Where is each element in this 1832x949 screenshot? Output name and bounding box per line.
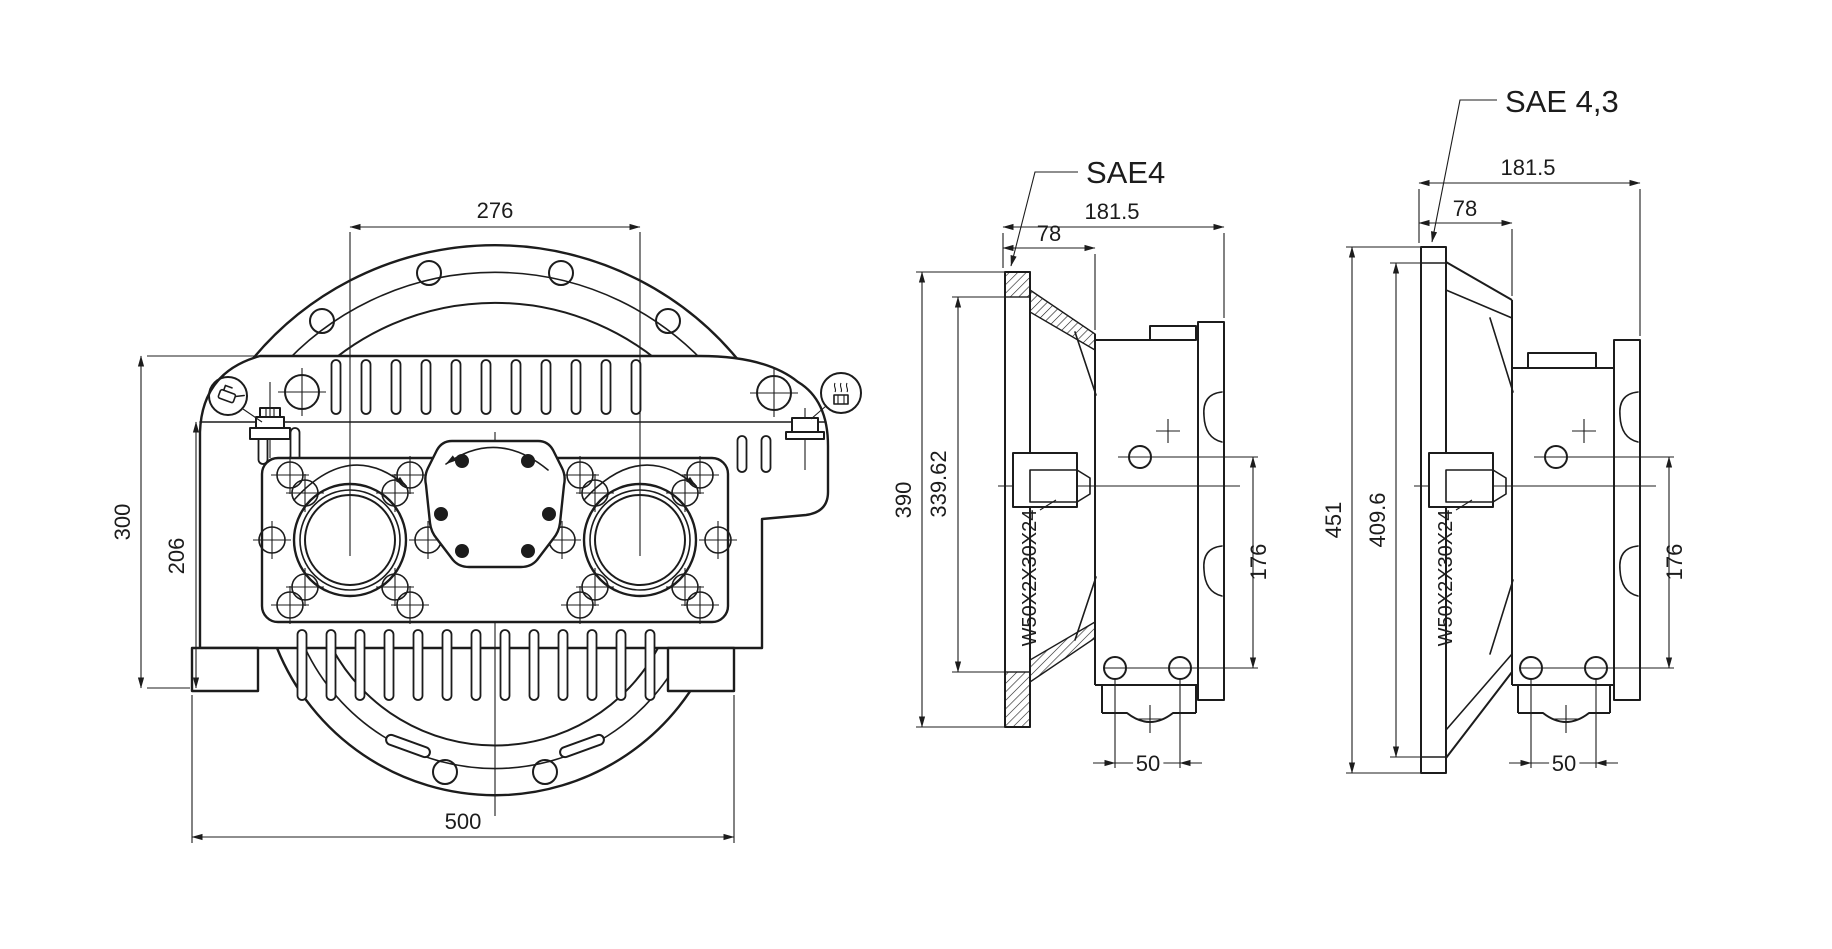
- side-view-sae43: W50X2X30X24 SAE 4,3 181.5 78 451 40: [1321, 84, 1687, 780]
- spline-spec-label: W50X2X30X24: [1435, 510, 1457, 647]
- dim-label: 50: [1552, 751, 1576, 776]
- flange-bolt-hole: [416, 260, 442, 286]
- dim-width-overall-label: 500: [445, 809, 482, 834]
- dim-opening-height-sae43: 409.6: [1365, 262, 1421, 758]
- dim-hole-spacing-sae4: 50: [1093, 679, 1202, 780]
- front-view: 276 300 206 500: [110, 198, 862, 843]
- flange-bolt-hole: [655, 308, 681, 334]
- dim-label: 78: [1453, 196, 1477, 221]
- sae43-label: SAE 4,3: [1505, 84, 1619, 119]
- sae4-label: SAE4: [1086, 155, 1165, 190]
- gearbox-body: [1094, 321, 1258, 733]
- flange-slot: [559, 733, 605, 759]
- dim-height-body-label: 206: [164, 538, 189, 575]
- dim-width-overall: 500: [191, 695, 735, 843]
- dim-label: 181.5: [1084, 199, 1139, 224]
- sae-flange-plate: [1420, 246, 1447, 774]
- dim-hole-spacing-sae43: 50: [1509, 679, 1618, 780]
- rotation-arrow: [445, 446, 549, 471]
- dim-label: 181.5: [1500, 155, 1555, 180]
- flange-bolt-hole: [548, 260, 574, 286]
- dim-pad-height-sae4: 176: [1246, 456, 1271, 669]
- dim-opening-height-sae4: 339.62: [926, 296, 1005, 673]
- oil-can-icon: [208, 376, 263, 423]
- dim-height-body: 206: [164, 421, 250, 689]
- breather-icon: [810, 372, 862, 420]
- dim-flange-height-sae4: 390: [891, 271, 1005, 728]
- dim-label: 176: [1662, 544, 1687, 581]
- flange-bolt-hole: [432, 759, 458, 785]
- dim-width-overall-sae4: 181.5: [1002, 199, 1225, 318]
- dim-height-overall-label: 300: [110, 504, 135, 541]
- dim-depth-pilot-sae43: 78: [1418, 196, 1513, 296]
- oil-filler-cap: [249, 382, 291, 458]
- dim-pad-height-sae43: 176: [1662, 456, 1687, 669]
- dim-label: 390: [891, 482, 916, 519]
- flange-slot: [385, 733, 431, 759]
- breather-cap: [785, 408, 825, 470]
- leader-line: [1039, 499, 1057, 511]
- leader-line: [1455, 499, 1473, 511]
- dim-port-spacing: 276: [349, 198, 641, 556]
- sae43-callout: SAE 4,3: [1430, 84, 1619, 243]
- center-input-cover: [424, 439, 566, 569]
- dim-label: 409.6: [1365, 492, 1390, 547]
- dim-width-overall-sae43: 181.5: [1418, 155, 1641, 336]
- dim-label: 451: [1321, 502, 1346, 539]
- input-shaft-spline: W50X2X30X24: [1414, 452, 1656, 647]
- dim-flange-height-sae43: 451: [1321, 246, 1421, 774]
- bell-housing-top-flange: [245, 244, 745, 379]
- dim-label: 78: [1037, 221, 1061, 246]
- side-view-sae4: W50X2X30X24 SAE4 181.5 78 390: [891, 155, 1271, 780]
- input-shaft-spline: W50X2X30X24: [998, 452, 1240, 647]
- sae4-callout: SAE4: [1010, 155, 1165, 267]
- gearbox-body: [1511, 300, 1674, 733]
- dim-height-overall: 300: [110, 355, 262, 689]
- dim-label: 339.62: [926, 450, 951, 517]
- dim-label: 50: [1136, 751, 1160, 776]
- spline-spec-label: W50X2X30X24: [1019, 510, 1041, 647]
- dim-label: 176: [1246, 544, 1271, 581]
- mounting-foot: [666, 646, 736, 693]
- flange-bolt-hole: [309, 308, 335, 334]
- dim-port-spacing-label: 276: [477, 198, 514, 223]
- dim-depth-pilot-sae4: 78: [1002, 221, 1096, 330]
- mounting-foot: [190, 646, 260, 693]
- leader-line: [242, 408, 263, 423]
- leader-line: [810, 405, 827, 420]
- flange-bolt-hole: [532, 759, 558, 785]
